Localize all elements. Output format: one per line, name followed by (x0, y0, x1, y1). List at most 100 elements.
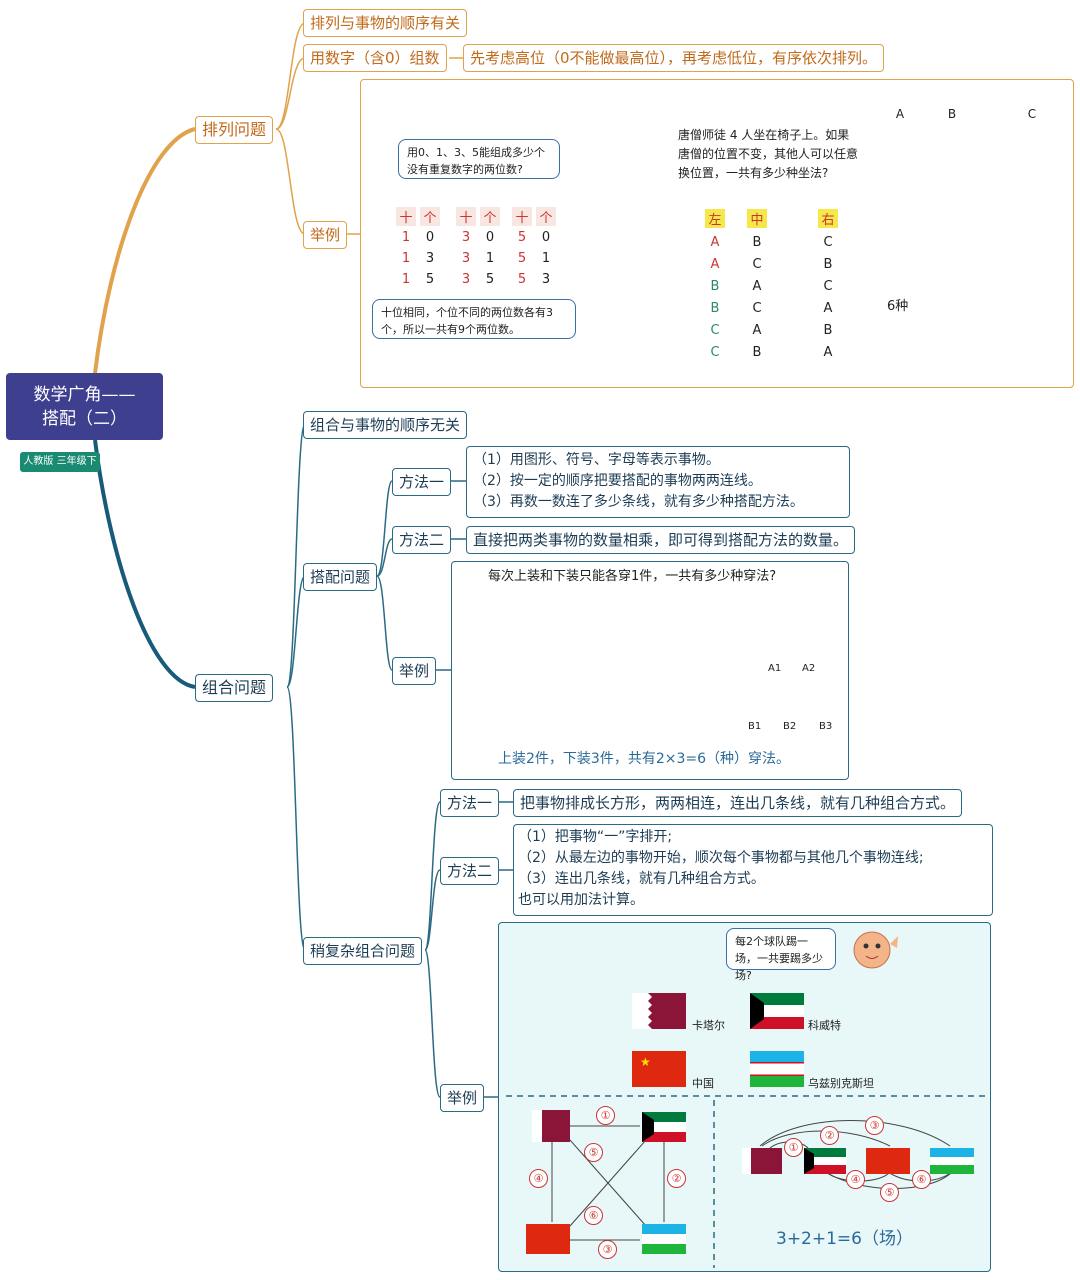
node-complex-combination[interactable]: 稍复杂组合问题 (303, 937, 423, 965)
team-label: 乌兹别克斯坦 (808, 1077, 874, 1090)
match-question: 每次上装和下装只能各穿1件，一共有多少种穿法? (488, 569, 777, 584)
seat-cell: B (710, 301, 720, 316)
match-method2-text[interactable]: 直接把两类事物的数量相乘，即可得到搭配方法的数量。 (466, 526, 856, 554)
method2-line: （3）连出几条线，就有几种组合方式。 (518, 871, 765, 887)
node-perm-digits[interactable]: 用数字（含0）组数 (303, 44, 447, 72)
digit-table-cell: 0 (485, 230, 495, 245)
digit-table-cell: 5 (425, 272, 435, 287)
root-node[interactable]: 数学广角—— 搭配（二） (6, 373, 163, 440)
circled-number: ⑥ (584, 1206, 603, 1225)
seat-cell: A (752, 323, 762, 338)
digit-table-header: 个 (480, 207, 500, 226)
seat-cell: B (752, 345, 762, 360)
root-title-line2: 搭配（二） (42, 408, 127, 429)
monk-question: 唐僧师徒 4 人坐在椅子上。如果唐僧的位置不变，其他人可以任意换位置，一共有多少… (678, 128, 859, 180)
method2-line: 也可以用加法计算。 (518, 892, 644, 908)
seat-cell: C (752, 257, 762, 272)
digit-table-cell: 1 (541, 251, 551, 266)
circled-number: ④ (529, 1169, 548, 1188)
complex-method2-lines: （1）把事物“一”字排开;（2）从最左边的事物开始，顺次每个事物都与其他几个事物… (518, 827, 924, 911)
digit-table-cell: 3 (461, 230, 471, 245)
method1-line: （1）用图形、符号、字母等表示事物。 (473, 452, 720, 468)
digit-table-cell: 3 (541, 272, 551, 287)
perm-question-bubble: 用0、1、3、5能组成多少个没有重复数字的两位数? (398, 139, 560, 179)
seat-cell: B (823, 257, 833, 272)
seat-cell: C (710, 323, 720, 338)
seat-cell: C (752, 301, 762, 316)
flag-china-top: ★ (632, 1051, 686, 1087)
flag-uzbekistan-top (750, 1051, 804, 1087)
digit-table-header: 个 (536, 207, 556, 226)
node-perm-order[interactable]: 排列与事物的顺序有关 (303, 9, 468, 37)
digit-table-cell: 3 (425, 251, 435, 266)
digit-table-cell: 1 (485, 251, 495, 266)
match-method1-box[interactable]: （1）用图形、符号、字母等表示事物。（2）按一定的顺序把要搭配的事物两两连线。（… (466, 446, 850, 518)
seat-cell: A (823, 345, 833, 360)
letter-label: B1 (748, 721, 762, 732)
node-comb-order[interactable]: 组合与事物的顺序无关 (303, 411, 468, 439)
complex-method2-box[interactable]: （1）把事物“一”字排开;（2）从最左边的事物开始，顺次每个事物都与其他几个事物… (513, 824, 993, 916)
circled-number: ① (784, 1138, 803, 1157)
team-label: 中国 (692, 1077, 714, 1090)
seat-header: 右 (818, 209, 838, 228)
seat-cell: C (710, 345, 720, 360)
flag-kuwait-top (750, 993, 804, 1029)
node-perm-digits-desc[interactable]: 先考虑高位（0不能做最高位），再考虑低位，有序依次排列。 (463, 44, 885, 72)
node-matching[interactable]: 搭配问题 (303, 563, 378, 591)
digit-table-cell: 5 (485, 272, 495, 287)
circled-number: ⑥ (912, 1170, 931, 1189)
digit-table-cell: 3 (461, 251, 471, 266)
circled-number: ③ (865, 1116, 884, 1135)
node-complex-example[interactable]: 举例 (440, 1084, 485, 1112)
letter-label: A1 (768, 663, 782, 674)
digit-table-cell: 5 (517, 251, 527, 266)
node-match-method2[interactable]: 方法二 (392, 526, 452, 554)
letter-label: B2 (783, 721, 797, 732)
digit-table-cell: 3 (461, 272, 471, 287)
digit-table-cell: 1 (401, 272, 411, 287)
match-example-panel (451, 561, 849, 780)
perm-answer-bubble: 十位相同，个位不同的两位数各有3个，所以一共有9个两位数。 (372, 299, 576, 339)
team-label: 科威特 (808, 1019, 841, 1032)
seat-header: 左 (705, 209, 725, 228)
monk-letter: B (947, 107, 957, 121)
digit-table-header: 个 (420, 207, 440, 226)
seat-cell: A (752, 279, 762, 294)
complex-method1-text[interactable]: 把事物排成长方形，两两相连，连出几条线，就有几种组合方式。 (513, 789, 963, 817)
monk-answer: 6种 (887, 299, 909, 314)
digit-table-cell: 5 (517, 272, 527, 287)
node-match-example[interactable]: 举例 (392, 657, 437, 685)
seat-header: 中 (747, 209, 767, 228)
node-complex-method2[interactable]: 方法二 (440, 857, 500, 885)
node-perm-example[interactable]: 举例 (303, 221, 348, 249)
circled-number: ⑤ (880, 1183, 899, 1202)
seat-cell: B (752, 235, 762, 250)
rectangle-diagram (526, 1110, 686, 1254)
circled-number: ② (667, 1169, 686, 1188)
seat-cell: A (710, 257, 720, 272)
monk-letter: C (1027, 107, 1037, 121)
digit-table-cell: 0 (541, 230, 551, 245)
node-combination[interactable]: 组合问题 (195, 674, 274, 702)
seat-cell: C (823, 279, 833, 294)
method2-line: （2）从最左边的事物开始，顺次每个事物都与其他几个事物连线; (518, 850, 924, 866)
digit-table-cell: 0 (425, 230, 435, 245)
node-permutation[interactable]: 排列问题 (195, 116, 274, 144)
digit-table-header: 十 (512, 207, 532, 226)
root-title-line1: 数学广角—— (33, 384, 136, 405)
edition-tag: 人教版 三年级下 (20, 452, 100, 472)
node-match-method1[interactable]: 方法一 (392, 468, 452, 496)
team-label: 卡塔尔 (692, 1019, 725, 1032)
seat-cell: A (823, 301, 833, 316)
seat-cell: A (710, 235, 720, 250)
circled-number: ④ (846, 1170, 865, 1189)
digit-table-cell: 5 (517, 230, 527, 245)
node-complex-method1[interactable]: 方法一 (440, 789, 500, 817)
complex-answer: 3+2+1=6（场） (776, 1229, 913, 1249)
circled-number: ③ (598, 1240, 617, 1259)
match-answer: 上装2件，下装3件，共有2×3=6（种）穿法。 (498, 751, 790, 767)
seat-cell: B (823, 323, 833, 338)
method1-line: （3）再数一数连了多少条线，就有多少种搭配方法。 (473, 494, 804, 510)
seat-cell: B (710, 279, 720, 294)
complex-question-bubble: 每2个球队踢一场，一共要踢多少场? (726, 928, 836, 982)
